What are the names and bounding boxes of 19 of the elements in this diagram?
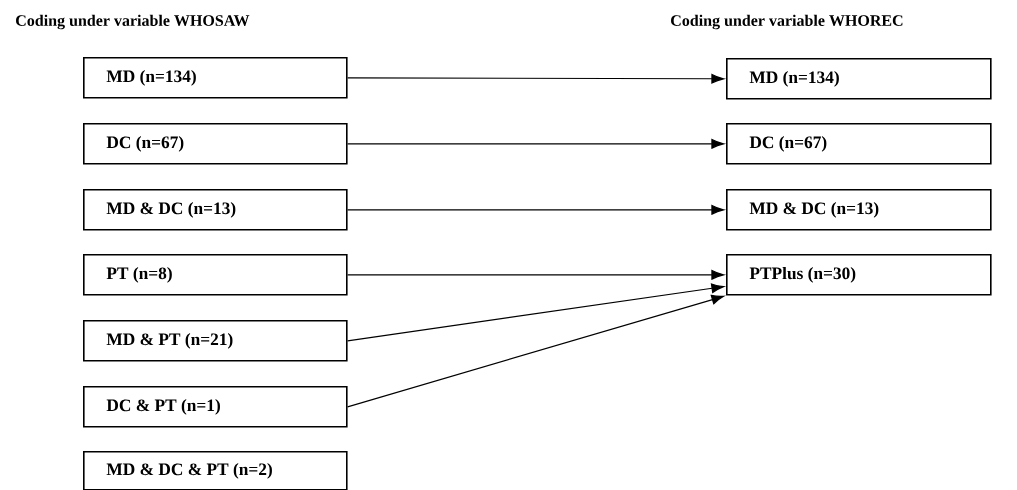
category-box: PTPlus (n=30) <box>726 254 992 296</box>
category-box: DC (n=67) <box>83 123 348 165</box>
category-box: PT (n=8) <box>83 254 348 296</box>
category-box: DC & PT (n=1) <box>83 386 348 428</box>
category-box: DC (n=67) <box>726 123 992 165</box>
arrow <box>347 204 725 215</box>
category-box: MD & PT (n=21) <box>83 320 348 362</box>
arrow <box>347 138 725 149</box>
category-box: MD & DC (n=13) <box>726 189 992 231</box>
category-box: MD (n=134) <box>83 57 348 99</box>
arrow <box>347 294 725 408</box>
arrow <box>347 73 725 84</box>
arrow <box>347 269 725 280</box>
column-heading: Coding under variable WHOREC <box>671 14 903 30</box>
column-heading: Coding under variable WHOSAW <box>16 14 250 30</box>
category-box: MD & DC (n=13) <box>83 189 348 231</box>
arrow <box>347 283 725 342</box>
category-box: MD (n=134) <box>726 58 992 100</box>
category-box: MD & DC & PT (n=2) <box>83 451 348 490</box>
